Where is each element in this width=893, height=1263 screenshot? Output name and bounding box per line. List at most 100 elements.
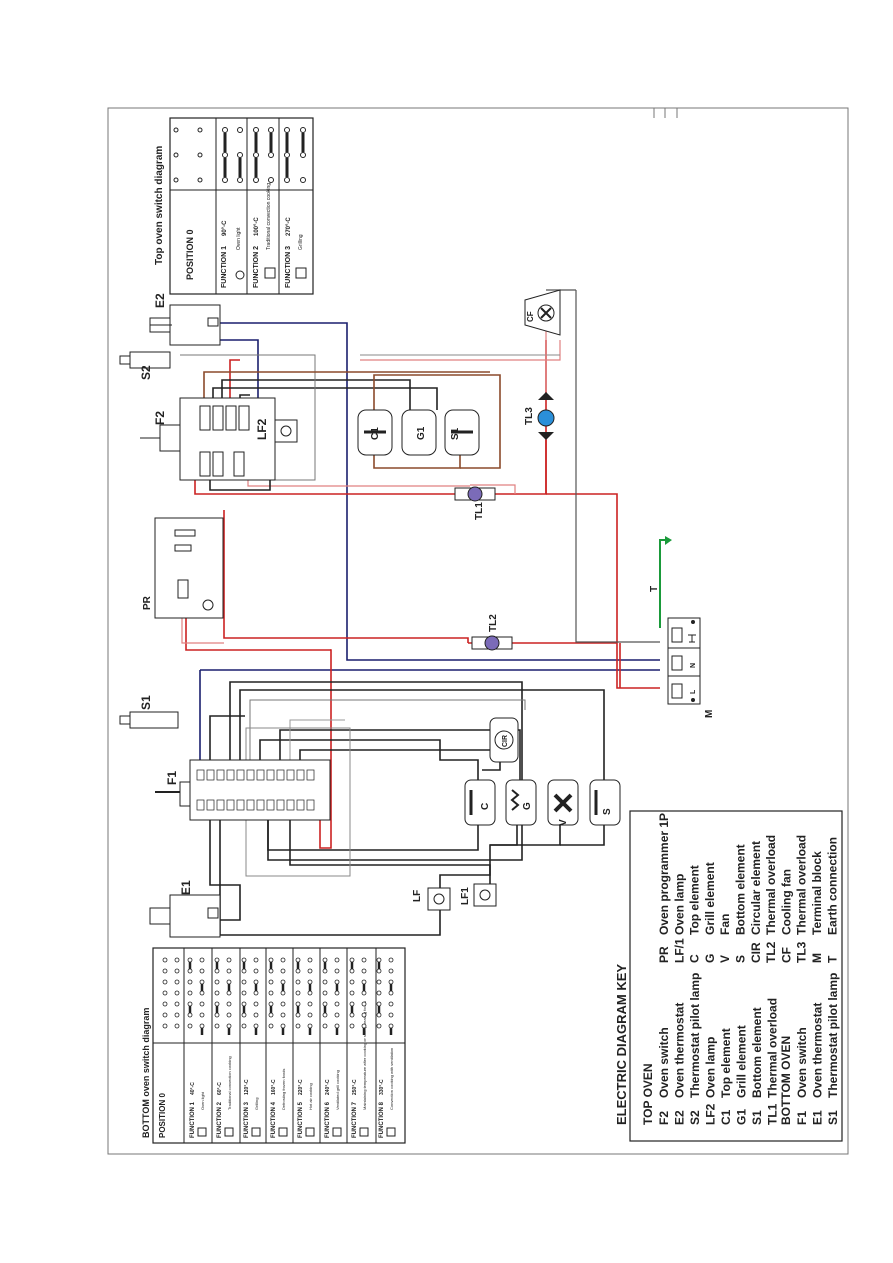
bottom-function-name: FUNCTION 3 (244, 1101, 250, 1138)
earth-icon (688, 634, 696, 643)
key-right-desc: Earth connection (825, 837, 839, 935)
thermostat-e2: E2 (149, 293, 221, 346)
key-bottom-oven: BOTTOM OVEN (779, 1036, 793, 1125)
top-switch-table: Top oven switch diagram POSITION 0 FUNCT… (154, 117, 314, 295)
label-e1: E1 (179, 880, 193, 895)
function-icon (305, 1127, 315, 1137)
label-e2: E2 (153, 293, 167, 308)
label-s1-element: S1 (450, 427, 461, 440)
top-function-1-name: FUNCTION 1 (221, 246, 228, 288)
oven-switch-f1: F1 (155, 759, 331, 821)
key-right-desc: Thermal overload (795, 835, 809, 935)
top-function-2-temp: 100°-C (254, 217, 260, 236)
top-function-3-desc: Grilling (298, 234, 304, 250)
top-switch-title: Top oven switch diagram (154, 146, 165, 265)
cooling-fan-cf: CF (524, 289, 561, 336)
bottom-function-temp: 330°-C (379, 1079, 385, 1095)
function-icon (197, 1127, 207, 1137)
key-top-code: TL1 (766, 1103, 780, 1125)
convection-icon (264, 267, 276, 279)
pilot-lamp-s1: S1 (119, 695, 179, 729)
label-n: N (690, 663, 697, 668)
label-tl3: TL3 (524, 407, 535, 425)
key-bottom-code: S1 (826, 1110, 840, 1125)
key-right-desc: Fan (718, 914, 732, 935)
key-top-code: S2 (688, 1110, 702, 1125)
key-right-code: TL3 (795, 941, 809, 963)
key-right-desc: Terminal block (810, 851, 824, 935)
key-top-code: G1 (735, 1109, 749, 1125)
bottom-function-desc: Defrosting frozen foods (281, 1069, 286, 1110)
key-right-desc: Oven lamp (672, 874, 686, 935)
key-right-code: V (718, 955, 732, 963)
bottom-function-temp: 60°-C (217, 1082, 223, 1095)
bottom-function-desc: Hot air cooking (308, 1083, 313, 1110)
bottom-function-name: FUNCTION 2 (217, 1101, 223, 1138)
key-right-code: PR (657, 946, 671, 963)
label-g1: G1 (416, 426, 427, 440)
fan-v: V (547, 779, 579, 826)
key-top-oven: TOP OVEN (641, 1063, 655, 1125)
page-frame (107, 107, 849, 1155)
key-bottom-desc: Oven thermostat (811, 1003, 825, 1098)
bottom-function-name: FUNCTION 5 (298, 1101, 304, 1138)
bottom-function-desc: Grilling (254, 1098, 259, 1110)
wires (180, 289, 670, 936)
thermostat-e1: E1 (149, 880, 221, 938)
bottom-function-name: FUNCTION 4 (271, 1101, 277, 1138)
key-top-code: E2 (673, 1110, 687, 1125)
bottom-function-desc: Maintaining temperature after cooking or… (362, 1001, 367, 1110)
thermal-overload-tl1: TL1 (454, 486, 496, 520)
terminal-block-m: N L M (667, 617, 715, 718)
key-right-desc: Circular element (749, 841, 763, 935)
key-right-desc: Oven programmer 1P (657, 813, 671, 935)
bottom-function-temp: 160°-C (271, 1079, 277, 1095)
label-lf1: LF1 (460, 887, 471, 905)
bottom-element-s1: S1 (444, 409, 480, 456)
top-function-3-name: FUNCTION 3 (285, 246, 292, 288)
live-wire-bottom (185, 600, 332, 849)
oven-programmer-pr: PR (142, 517, 224, 619)
key-top-desc: Bottom element (750, 1007, 764, 1098)
key-right-code: TL2 (764, 941, 778, 963)
top-element-c: C (464, 779, 496, 826)
key-right-desc: Top element (688, 865, 702, 935)
key-right-code: C (688, 954, 702, 963)
label-s1: S1 (139, 695, 153, 710)
key-bottom-code: F1 (795, 1111, 809, 1125)
earth-connection-t: T (649, 536, 672, 592)
bottom-function-name: FUNCTION 1 (190, 1101, 196, 1138)
label-m: M (704, 710, 715, 718)
key-bottom-desc: Oven switch (795, 1027, 809, 1098)
key-top-desc: Thermostat pilot lamp (688, 973, 702, 1098)
key-right-code: M (810, 953, 824, 963)
label-c1: C1 (370, 427, 381, 440)
label-g: G (522, 802, 533, 810)
key-top-code: F2 (657, 1111, 671, 1125)
key-top-desc: Top element (719, 1028, 733, 1098)
neutral-wire-top (213, 322, 660, 661)
grill-element-g: G (505, 779, 537, 826)
bottom-function-temp: 40°-C (190, 1082, 196, 1095)
function-icon (386, 1127, 396, 1137)
oven-lamp-lf1: LF1 (460, 883, 497, 907)
function-icon (278, 1127, 288, 1137)
top-function-2-name: FUNCTION 2 (253, 246, 260, 288)
bottom-function-desc: Convection cooking with ventilation (389, 1048, 394, 1110)
label-c: C (480, 803, 491, 810)
key-right-desc: Bottom element (734, 844, 748, 935)
key-title: ELECTRIC DIAGRAM KEY (614, 964, 629, 1125)
bottom-function-name: FUNCTION 6 (325, 1101, 331, 1138)
bottom-function-temp: 120°-C (244, 1079, 250, 1095)
key-bottom-code: E1 (811, 1110, 825, 1125)
key-right-code: CIR (749, 942, 763, 963)
circular-element-cir: CIR (489, 717, 519, 763)
label-s2: S2 (139, 365, 153, 380)
bottom-function-desc: Traditional convection cooking (227, 1056, 232, 1110)
key-right-code: CF (779, 947, 793, 963)
top-function-2-desc: Traditional convection cooking (266, 183, 272, 250)
key-top-desc: Grill element (735, 1025, 749, 1098)
key-bottom-desc: Thermostat pilot lamp (826, 973, 840, 1098)
label-tl1: TL1 (474, 502, 485, 520)
label-t: T (649, 586, 660, 592)
